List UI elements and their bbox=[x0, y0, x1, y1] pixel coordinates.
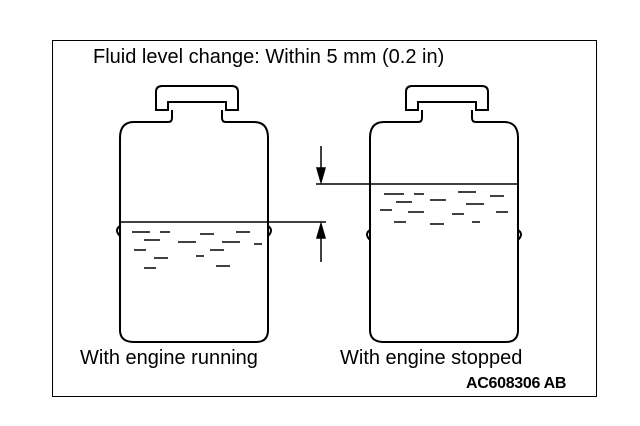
diagram-title: Fluid level change: Within 5 mm (0.2 in) bbox=[93, 46, 445, 68]
reservoir-engine-running bbox=[116, 85, 272, 343]
reservoir-neck-right bbox=[417, 110, 477, 123]
reservoir-tab-left-a bbox=[116, 225, 121, 237]
figure-code: AC608306 AB bbox=[466, 375, 567, 392]
caption-engine-running: With engine running bbox=[80, 347, 258, 369]
reservoir-cap-right bbox=[405, 85, 489, 111]
caption-engine-stopped: With engine stopped bbox=[340, 347, 523, 369]
figure-frame bbox=[52, 40, 597, 397]
reservoir-engine-stopped bbox=[366, 85, 522, 343]
dimension-arrow-lower-head bbox=[316, 221, 326, 239]
fluid-dashes-right bbox=[380, 191, 508, 225]
dimension-arrow-upper-head bbox=[316, 167, 326, 185]
reservoir-body-right bbox=[369, 121, 519, 343]
reservoir-body-left bbox=[119, 121, 269, 343]
reservoir-tab-left-b bbox=[267, 225, 272, 237]
reservoir-tab-right-b bbox=[517, 229, 522, 241]
reservoir-tab-right-a bbox=[366, 229, 371, 241]
level-change-dimension bbox=[316, 146, 326, 262]
reservoir-cap-left bbox=[155, 85, 239, 111]
fluid-dashes-left bbox=[132, 231, 262, 269]
reservoir-neck-left bbox=[167, 110, 227, 123]
